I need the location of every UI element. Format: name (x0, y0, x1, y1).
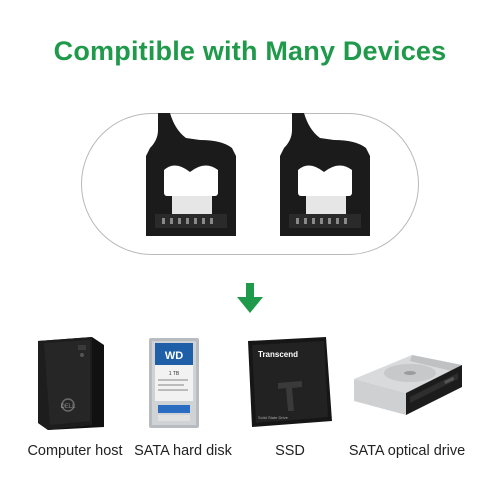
hard-disk-icon: WD 1 TB (149, 338, 199, 428)
ssd-brand: Transcend (258, 350, 298, 359)
device-label-sata-optical-drive: SATA optical drive (348, 443, 466, 459)
hdd-capacity: 1 TB (169, 371, 180, 377)
device-label-ssd: SSD (275, 443, 305, 459)
device-label-sata-hard-disk: SATA hard disk (134, 443, 232, 459)
page-title: Compitible with Many Devices (53, 36, 447, 66)
ssd-icon: Transcend Solid State Drive (248, 337, 332, 427)
svg-text:DELL: DELL (60, 404, 76, 410)
connector-frame (81, 113, 419, 255)
arrow-down-icon (237, 283, 263, 313)
desktop-tower-icon: DELL (38, 337, 104, 430)
device-label-computer-host: Computer host (27, 443, 123, 459)
optical-drive-icon (354, 355, 462, 415)
ssd-sticker: Solid State Drive (258, 415, 289, 420)
hdd-brand: WD (165, 350, 183, 362)
